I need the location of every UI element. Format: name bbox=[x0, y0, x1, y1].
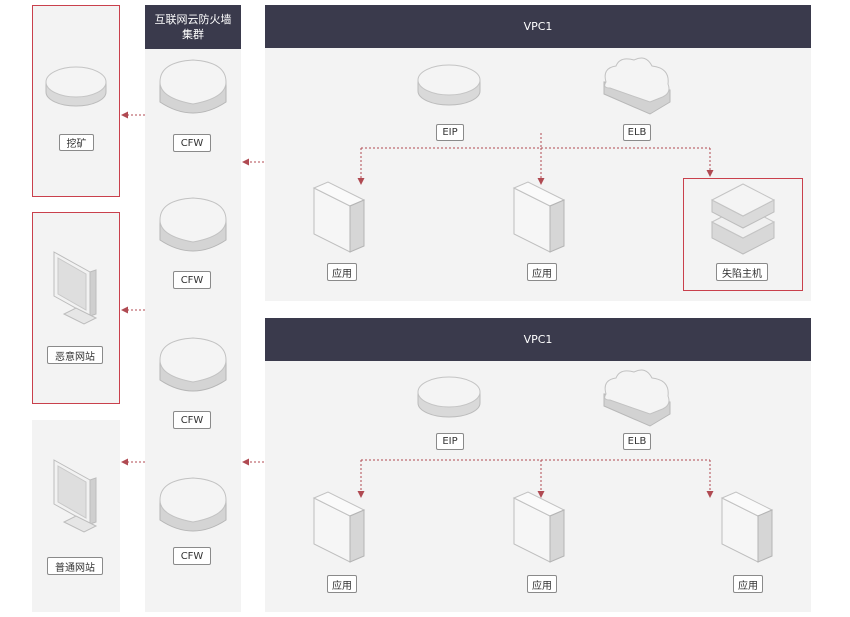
app-label-bottom-1: 应用 bbox=[327, 575, 357, 593]
vpc-bottom-title: VPC1 bbox=[265, 318, 811, 361]
cfw-node-3 bbox=[158, 336, 228, 398]
app-label-top-2: 应用 bbox=[527, 263, 557, 281]
app-label-bottom-2: 应用 bbox=[527, 575, 557, 593]
cfw-label-2: CFW bbox=[173, 271, 211, 289]
malicious-site-label: 恶意网站 bbox=[47, 346, 103, 364]
cfw-label-4: CFW bbox=[173, 547, 211, 565]
server-rack-icon bbox=[312, 491, 366, 563]
app-label-bottom-3: 应用 bbox=[733, 575, 763, 593]
firewall-shield-icon bbox=[159, 197, 227, 252]
app-node-top-1 bbox=[310, 180, 372, 256]
app-node-bottom-2 bbox=[510, 490, 572, 566]
firewall-shield-icon bbox=[159, 477, 227, 532]
elb-node-bottom bbox=[600, 366, 674, 428]
eip-node-bottom bbox=[416, 372, 482, 422]
app-label-top-1: 应用 bbox=[327, 263, 357, 281]
compromised-host-label: 失陷主机 bbox=[716, 263, 768, 281]
malicious-site-node bbox=[50, 250, 100, 330]
eip-label-top: EIP bbox=[436, 124, 464, 141]
server-rack-icon bbox=[512, 491, 566, 563]
normal-site-label: 普通网站 bbox=[47, 557, 103, 575]
normal-site-node bbox=[50, 458, 100, 538]
app-node-bottom-1 bbox=[310, 490, 372, 566]
firewall-shield-icon bbox=[159, 59, 227, 114]
eip-node-top bbox=[416, 60, 482, 110]
mining-node bbox=[44, 62, 108, 112]
vpc-bottom-panel: VPC1 bbox=[265, 318, 811, 612]
cloud-load-balancer-icon bbox=[603, 57, 671, 115]
router-icon bbox=[45, 66, 107, 107]
mining-label: 挖矿 bbox=[59, 134, 94, 151]
monitor-icon bbox=[53, 251, 98, 325]
eip-label-bottom: EIP bbox=[436, 433, 464, 450]
router-icon bbox=[417, 64, 481, 106]
app-node-bottom-3 bbox=[718, 490, 780, 566]
firewall-shield-icon bbox=[159, 337, 227, 392]
app-node-top-2 bbox=[510, 180, 572, 256]
elb-label-bottom: ELB bbox=[623, 433, 651, 450]
cfw-node-2 bbox=[158, 196, 228, 258]
cfw-node-4 bbox=[158, 476, 228, 538]
elb-node-top bbox=[600, 54, 674, 116]
compromised-host-highlight bbox=[683, 178, 803, 291]
elb-label-top: ELB bbox=[623, 124, 651, 141]
cfw-label-1: CFW bbox=[173, 134, 211, 152]
cfw-label-3: CFW bbox=[173, 411, 211, 429]
compromised-host-node bbox=[708, 182, 778, 256]
cloud-load-balancer-icon bbox=[603, 369, 671, 427]
server-rack-icon bbox=[312, 181, 366, 253]
router-icon bbox=[417, 376, 481, 418]
vpc-top-title: VPC1 bbox=[265, 5, 811, 48]
cfw-cluster-title: 互联网云防火墙集群 bbox=[145, 5, 241, 49]
server-rack-icon bbox=[512, 181, 566, 253]
monitor-icon bbox=[53, 459, 98, 533]
cfw-node-1 bbox=[158, 58, 228, 120]
server-stack-icon bbox=[710, 183, 776, 255]
vpc-top-panel: VPC1 bbox=[265, 5, 811, 301]
server-rack-icon bbox=[720, 491, 774, 563]
